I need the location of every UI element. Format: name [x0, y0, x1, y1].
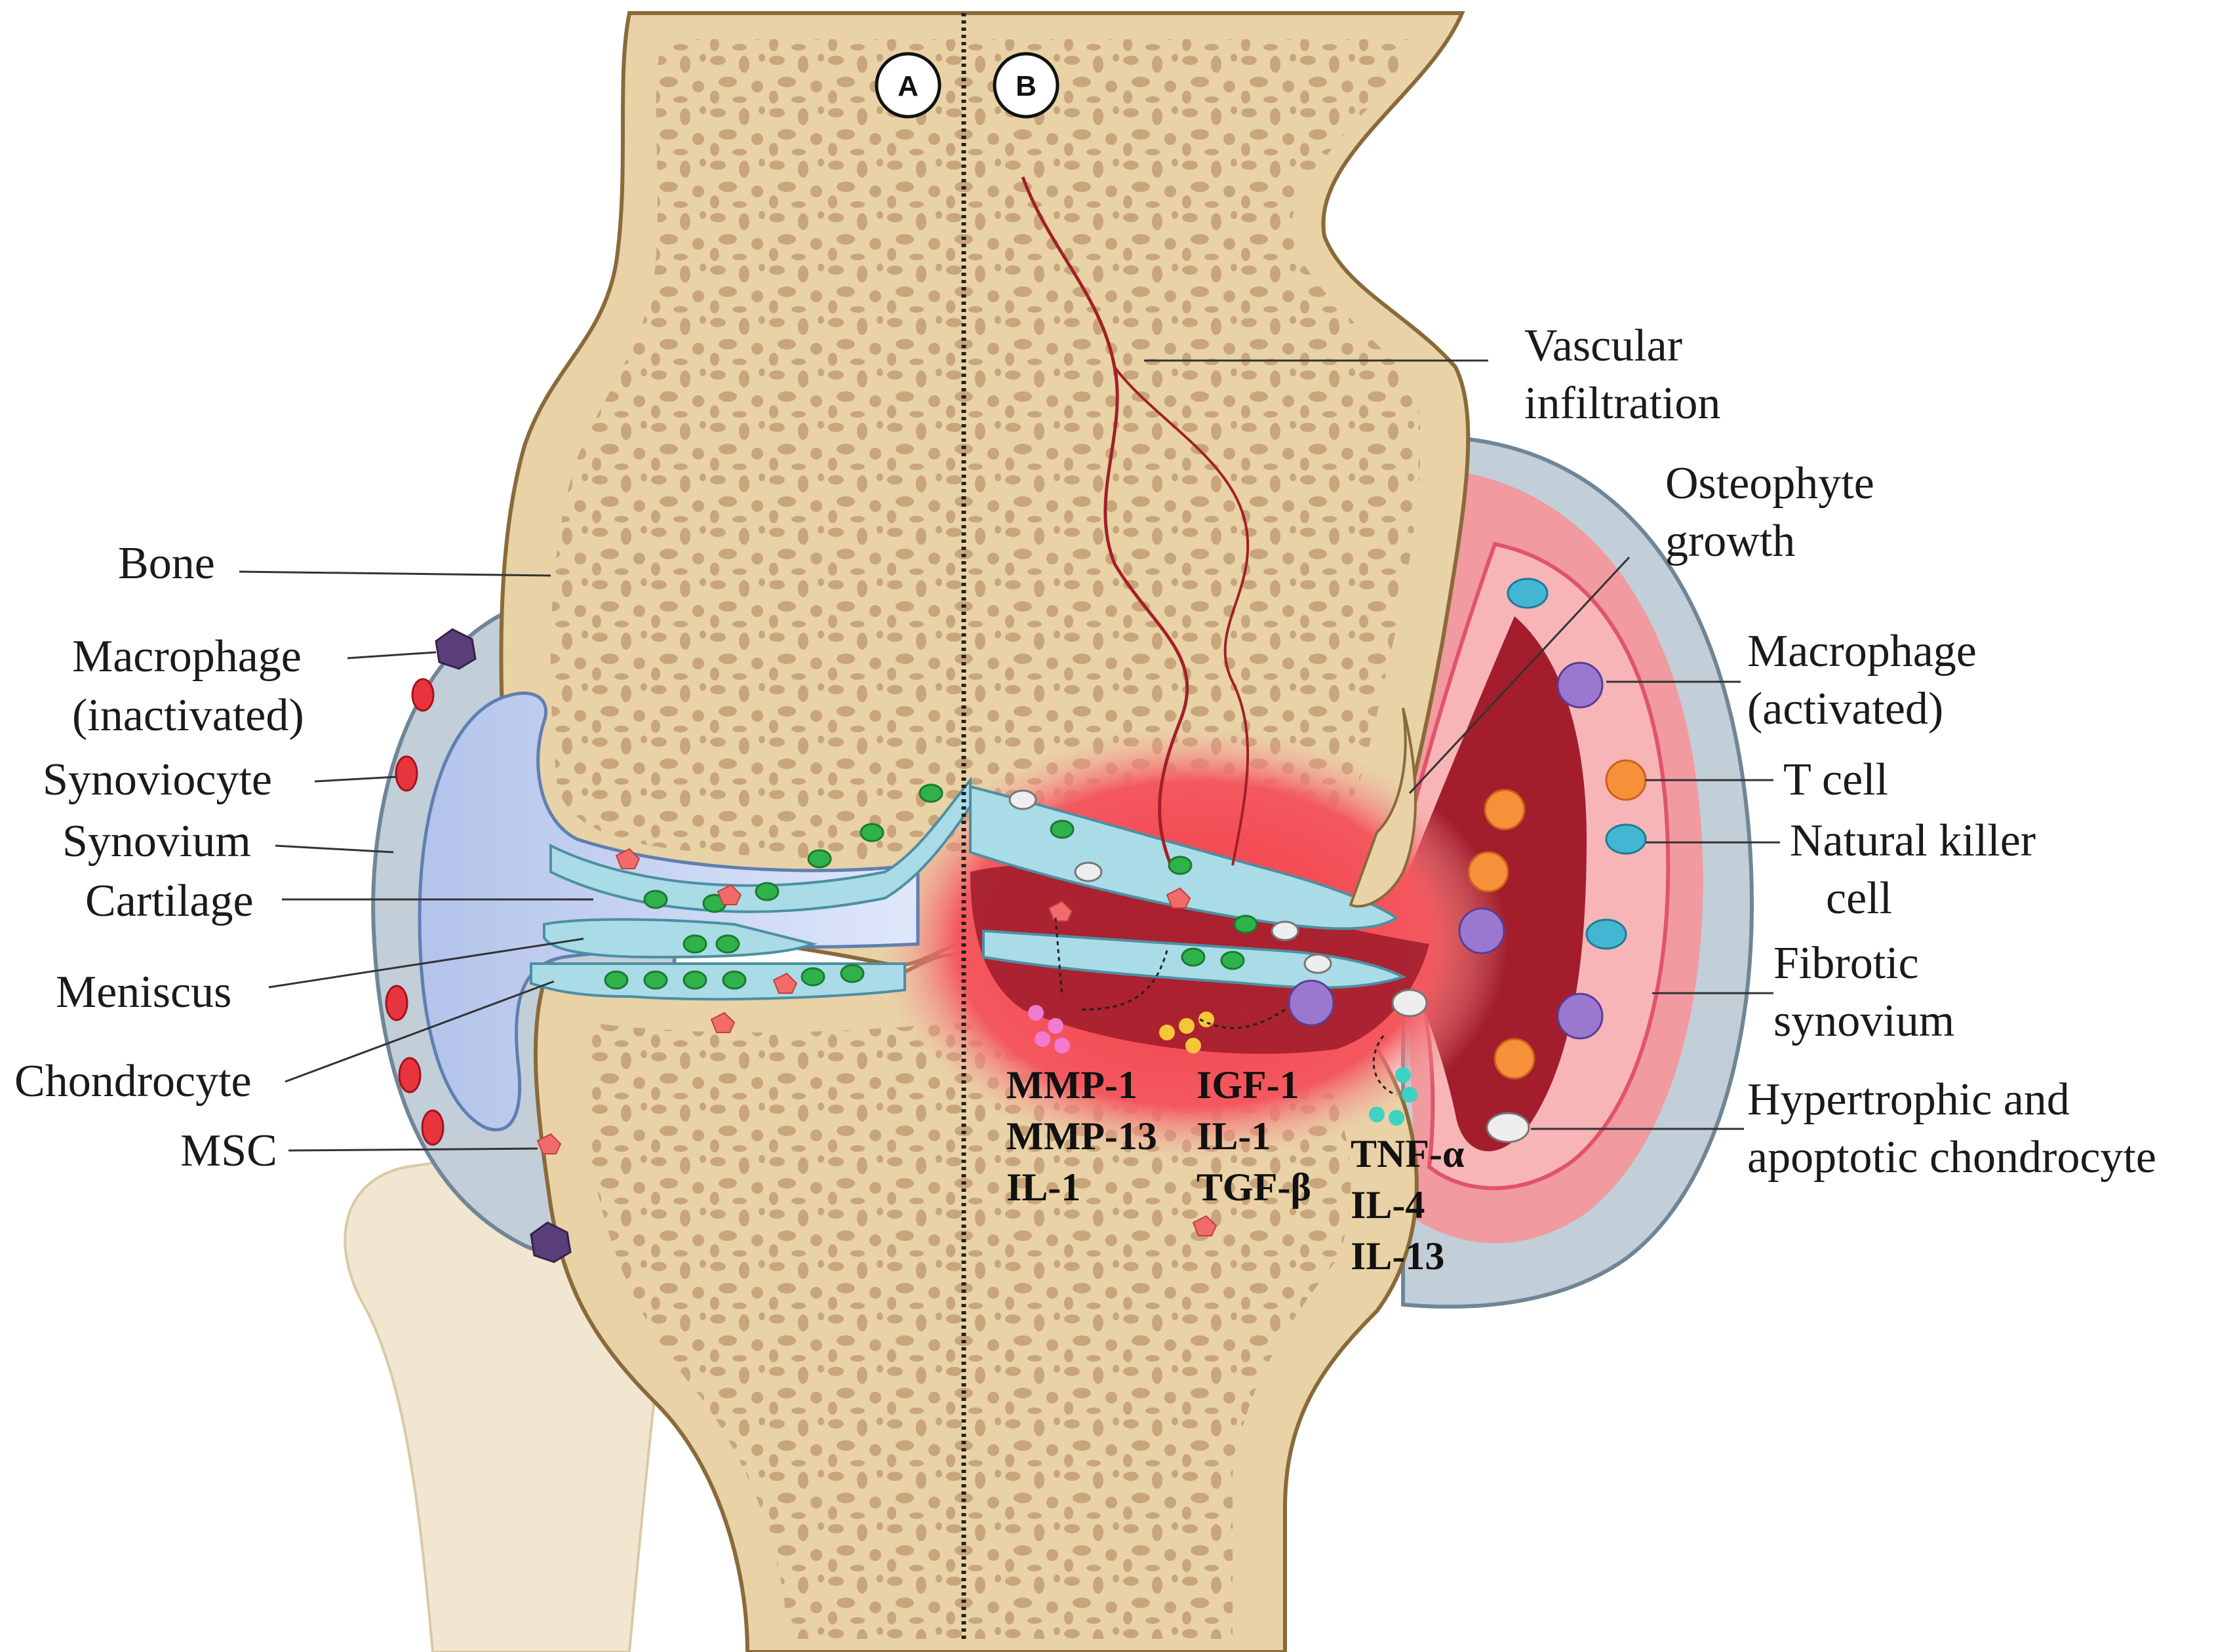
panel-a-marker — [875, 52, 941, 119]
label-osteophyte-growth-line1: Osteophyte — [1665, 458, 1874, 509]
label-macrophage-activated-line1: Macrophage — [1747, 626, 1977, 677]
label-hypertrophic-chondrocyte: Hypertrophic and apoptotic chondrocyte — [1747, 1074, 2156, 1183]
cytokine-group-1: MMP-1 MMP-13 IL-1 — [1006, 1063, 1167, 1209]
inactivated-macrophages — [435, 628, 572, 1263]
label-natural-killer-cell: Natural killer cell — [1790, 816, 2048, 924]
label-macrophage-activated: Macrophage (activated) — [1747, 626, 1988, 734]
cytokine-particles-cyan — [1369, 1067, 1417, 1126]
chondrocyte-leader — [285, 980, 555, 1083]
label-chondrocyte: Chondrocyte — [14, 1056, 252, 1107]
cytokine-il13: IL-13 — [1351, 1234, 1444, 1278]
cytokine-igf1: IGF-1 — [1197, 1063, 1299, 1107]
label-osteophyte-growth-line2: growth — [1665, 516, 1795, 566]
label-vascular-infiltration-line2: infiltration — [1524, 378, 1720, 429]
cytokine-mmp1: MMP-1 — [1006, 1063, 1138, 1107]
cytokine-tnfa: TNF-α — [1351, 1132, 1464, 1175]
label-fibrotic-synovium-line1: Fibrotic — [1773, 938, 1919, 989]
label-macrophage-activated-line2: (activated) — [1747, 684, 1943, 734]
synoviocytes — [385, 678, 445, 1146]
osteophyte-growth-leader — [1408, 556, 1631, 795]
tibia-trabecular — [590, 1023, 1351, 1639]
label-synoviocyte: Synoviocyte — [43, 755, 272, 805]
msc-cells — [536, 848, 1217, 1236]
msc-leader — [288, 1147, 538, 1152]
femur-trabecular — [551, 39, 1421, 865]
meniscus-leader — [268, 937, 584, 989]
panel-b-label: B — [1016, 70, 1037, 102]
label-t-cell: T cell — [1783, 755, 1888, 805]
synoviocyte-leader — [314, 776, 397, 783]
label-vascular-infiltration-line1: Vascular — [1524, 321, 1682, 371]
label-fibrotic-synovium: Fibrotic synovium — [1773, 938, 1954, 1046]
activated-macrophages — [1288, 661, 1604, 1040]
blood-vessel-2 — [1113, 366, 1250, 866]
hypertrophic-chondrocytes — [1008, 789, 1530, 1143]
cytokine-group-2: IGF-1 IL-1 TGF-β — [1197, 1063, 1311, 1209]
signal-arrows — [1054, 917, 1397, 1096]
cytokine-il4: IL-4 — [1351, 1183, 1425, 1227]
meniscus-upper — [543, 918, 818, 959]
label-msc: MSC — [180, 1126, 277, 1176]
label-hypertrophic-line1: Hypertrophic and — [1747, 1074, 2070, 1125]
label-cartilage: Cartilage — [85, 876, 254, 926]
label-macrophage-inactivated: Macrophage (inactivated) — [72, 631, 313, 741]
chondrocytes — [604, 783, 1258, 990]
cytokine-il1-b: IL-1 — [1197, 1114, 1271, 1158]
cytokine-mmp13: MMP-13 — [1006, 1114, 1157, 1158]
label-osteophyte-growth: Osteophyte growth — [1665, 458, 1886, 566]
macrophage-inactivated-leader — [347, 651, 437, 659]
nk-cells — [1507, 578, 1647, 950]
cytokine-il1-a: IL-1 — [1006, 1166, 1080, 1209]
cytokine-group-3: TNF-α IL-4 IL-13 — [1351, 1132, 1474, 1278]
synovium-leader — [275, 844, 394, 854]
label-vascular-infiltration: Vascular infiltration — [1524, 321, 1720, 429]
panel-b-marker — [993, 52, 1059, 119]
synovial-fluid-sac — [418, 691, 920, 1131]
cytokine-particles-yellow — [1159, 1012, 1214, 1053]
cytokine-tgfb: TGF-β — [1197, 1166, 1311, 1209]
panel-a-label: A — [898, 70, 919, 102]
blood-vessel-1 — [1021, 176, 1189, 873]
label-natural-killer-line1: Natural killer — [1790, 816, 2036, 866]
label-synovium: Synovium — [62, 816, 251, 867]
label-fibrotic-synovium-line2: synovium — [1773, 996, 1954, 1046]
label-natural-killer-line2: cell — [1826, 873, 1892, 924]
label-meniscus: Meniscus — [56, 967, 231, 1017]
label-hypertrophic-line2: apoptotic chondrocyte — [1747, 1132, 2156, 1183]
osteophyte — [1349, 707, 1417, 908]
label-macrophage-inactivated-line1: Macrophage — [72, 631, 302, 682]
label-bone: Bone — [118, 538, 215, 589]
t-cells — [1467, 759, 1647, 1080]
bone-leader — [239, 570, 551, 577]
cytokine-particles-pink — [1028, 1005, 1070, 1053]
label-macrophage-inactivated-line2: (inactivated) — [72, 690, 304, 741]
